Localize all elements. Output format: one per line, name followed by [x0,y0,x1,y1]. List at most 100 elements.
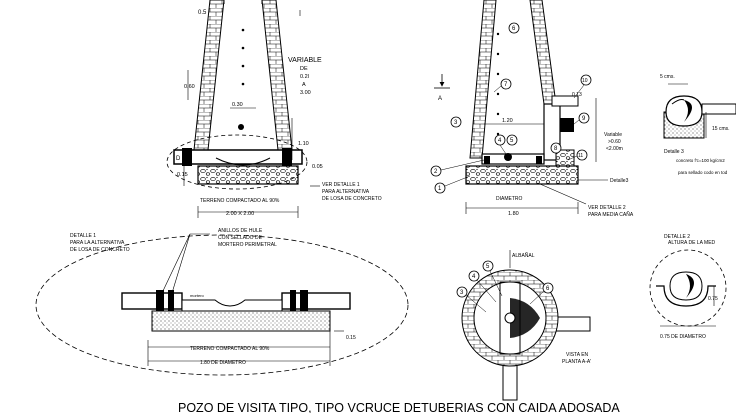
side-letter: D [176,156,181,162]
detail-3-dim-15cms: 15 cms. [712,126,730,132]
detail-1-label-line1: DETALLE 1 [70,233,96,239]
plan-channel [499,281,521,355]
variable-line3: <2.00m [606,146,623,152]
detail-2-label-line2: ALTURA DE LA MED [668,240,716,246]
base-dim: 2.00 X 2.00 [226,211,254,217]
drawing-title: POZO DE VISITA TIPO, TIPO VCRUCE DETUBER… [178,401,620,413]
albanal-label: ALBAÑAL [512,252,535,259]
svg-text:8: 8 [554,146,558,152]
svg-text:4: 4 [472,274,476,280]
svg-text:1: 1 [438,186,442,192]
variable-min: 0.2l [300,74,309,80]
dim-015: 0.15 [177,172,188,178]
svg-text:3: 3 [460,290,464,296]
svg-text:6: 6 [512,26,516,32]
ver-detalle-2-line2: PARA MEDIA CAÑA [588,211,634,218]
callout-6: 6 [508,22,520,34]
callout-2: 2 [430,159,485,177]
svg-text:2: 2 [434,169,438,175]
plan-pipe-right [555,316,591,332]
vista-line1: VISTA EN [566,352,589,358]
channel-ball [504,153,512,161]
pipe [173,149,303,165]
ver-detalle-1-line1: VER DETALLE 1 [322,182,360,188]
ver-detalle-1-line2: PARA ALTERNATIVA [322,189,370,195]
mortero-label: mortero [190,293,205,298]
detail-3-elbow [665,95,703,127]
callout-5: 5 [506,134,518,146]
callout-8: 8 [550,142,562,154]
dim-030: 0.30 [232,102,243,108]
dim-120: 1.20 [502,118,513,124]
detail-2-label-line1: DETALLE 2 [664,234,690,240]
callout-3: 3 [450,116,462,128]
vista-line2: PLANTA A-A' [562,359,591,365]
section-marker-a: A [438,96,442,102]
terreno-label: TERRENO COMPACTADO AL 90% [200,198,280,204]
detail-1-label-line2: PARA LA ALTERNATIVA [70,240,125,246]
detail-1-dim-015: 0.15 [346,335,356,341]
dim-005: 0.05 [312,164,323,170]
detail-1-terreno: TERRENO COMPACTADO AL 90% [190,346,270,352]
variable-a: A [302,82,306,88]
plan-callout-3: 3 [456,286,487,313]
callout-11: 11 [567,149,588,161]
svg-text:5: 5 [510,138,514,144]
plan-callout-6: 6 [529,282,554,305]
svg-text:5: 5 [486,264,490,270]
detail-3-note2: para sellado codo en tod [678,170,728,175]
callout-9: 9 [573,112,590,125]
center-gravel-base [465,165,579,185]
variable-line2: >0.60 [608,139,621,145]
dim-180: 1.80 [508,211,519,217]
detail-1: DETALLE 1 PARA LA ALTERNATIVA DE LOSA DE… [35,228,409,376]
detail-2-dim: 0.75 DE DIAMETRO [660,334,706,340]
anillos-line3: MORTERO PERIMETRAL [218,242,277,248]
detail-3-note1: concreto f'c=100 kg/cm2 [676,158,725,163]
variable-de: DE [300,66,308,72]
anillos-line2: CON SELLADO DE [218,235,263,241]
callout-10: 10 [573,74,592,99]
detail-3: 5 cms. 15 cms. Detalle 3 concreto f'c=10… [660,74,736,175]
svg-text:9: 9 [582,116,586,122]
svg-text:7: 7 [504,82,508,88]
detail-2-channel [669,271,703,301]
detail-1-label-line3: DE LOSA DE CONCRETO [70,247,130,253]
detail-1-diametro: 1.80 DE DIAMETRO [200,360,246,366]
dim-top: 0.5 [198,10,207,16]
steps-marker [238,124,244,130]
center-section: A 1.20 Variable >0.60 <2.00m DIAMETRO 1.… [430,0,634,218]
callout-1: 1 [434,175,471,194]
detail-3-dim-5cms: 5 cms. [660,74,675,80]
detail-1-base [151,310,331,332]
diametro-label: DIAMETRO [496,196,523,202]
dim-110: 1.10 [298,141,309,147]
dim-060: 0.60 [184,84,195,90]
gravel-base [197,165,299,185]
plan-callout-4: 4 [468,270,497,303]
svg-text:4: 4 [498,138,502,144]
detalle3-label: Detalle3 [610,178,629,184]
svg-text:11: 11 [578,153,583,159]
left-section: 0.5 VARIABLE DE 0.2l A 3.00 0.60 0.30 1.… [166,0,382,218]
center-left-wall [469,0,497,159]
variable-label: VARIABLE [288,57,322,64]
callout-7: 7 [493,78,512,93]
center-right-wall [529,0,557,105]
ver-detalle-1-line3: DE LOSA DE CONCRETO [322,196,382,202]
detail-1-marker [166,134,308,190]
callout-4: 4 [494,134,507,155]
plan-view: 3 4 5 6 ALBAÑAL VISTA EN PLANTA A-A' [456,250,591,401]
detail-2-side-dim: 0.75 [708,296,718,302]
detail-1-ellipse [35,234,409,376]
plan-callout-5: 5 [482,260,503,297]
dim-013: 0.13 [572,92,582,98]
svg-text:3: 3 [454,120,458,126]
right-wall [261,0,293,151]
detail-2: DETALLE 2 ALTURA DE LA MED 0.75 DE DIAME… [649,234,727,340]
detail-3-label: Detalle 3 [664,149,684,155]
variable-line1: Variable [604,132,622,138]
ver-detalle-2-line1: VER DETALLE 2 [588,205,626,211]
svg-text:6: 6 [546,286,550,292]
variable-max: 3.00 [300,90,311,96]
